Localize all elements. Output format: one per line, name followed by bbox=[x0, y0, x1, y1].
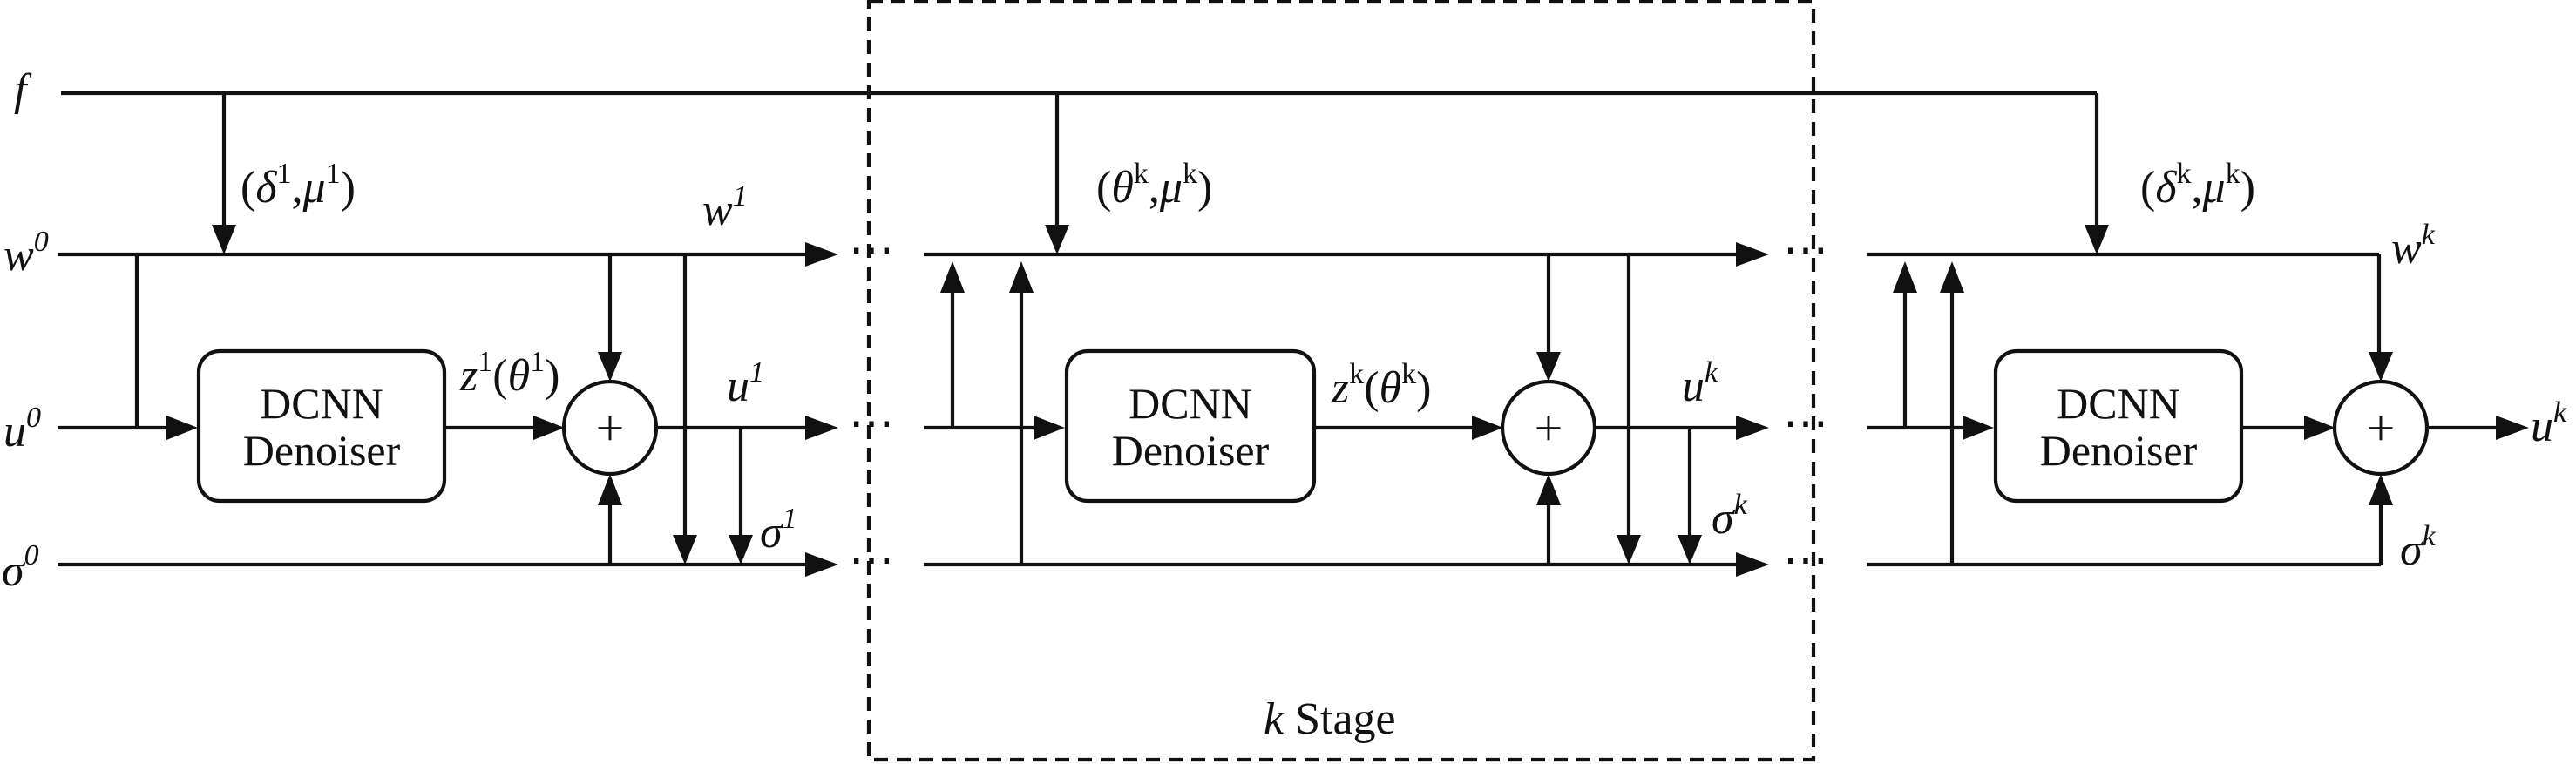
stage1-w-to-sum-arrowhead bbox=[598, 352, 622, 382]
stage1-w-ellipsis: ⋯ bbox=[849, 226, 896, 275]
stagek-u-up-arrowhead bbox=[940, 261, 965, 293]
stagek-sigma-ellipsis: ⋯ bbox=[1783, 536, 1830, 585]
stagelast-sigma-up-arrowhead bbox=[1940, 261, 1964, 293]
stagek-w-to-sigma-arrowhead bbox=[1617, 535, 1641, 565]
stagelast-w-out-label: wk bbox=[2391, 219, 2436, 274]
stage1-u-out-label: u1 bbox=[727, 356, 764, 411]
stagek-sigma-arrowhead bbox=[1736, 552, 1769, 577]
stagek-sigma-up-arrowhead bbox=[1009, 261, 1034, 293]
stagelast-w-to-sum-arrowhead bbox=[2369, 352, 2393, 382]
stagelast-sigma-to-sum-arrowhead bbox=[2369, 474, 2393, 505]
stage1-sigma-out-label: σ1 bbox=[760, 503, 797, 558]
stagek-sum-symbol: + bbox=[1535, 400, 1563, 456]
stage1-w-to-sigma-arrowhead bbox=[673, 535, 697, 565]
stagek-sigma-to-sum-arrowhead bbox=[1536, 474, 1561, 505]
sigma0-label: σ0 bbox=[2, 539, 39, 596]
f-label: f bbox=[14, 65, 32, 115]
stagelast-sum-symbol: + bbox=[2367, 400, 2396, 456]
stage1-w-arrowhead bbox=[805, 242, 838, 267]
stagek-u-to-sigma-arrowhead bbox=[1678, 535, 1702, 565]
stagelast-u-out-label: uk bbox=[2531, 396, 2567, 451]
f-drop-stagek-arrowhead bbox=[1045, 225, 1069, 254]
stagelast-param-label: (δk,μk) bbox=[2140, 158, 2255, 213]
k-stage-caption: k Stage bbox=[1264, 694, 1396, 744]
f-drop-stagelast-arrowhead bbox=[2085, 225, 2109, 254]
stagelast-z-arrowhead bbox=[2304, 416, 2335, 440]
stage1-sum-symbol: + bbox=[596, 400, 625, 456]
stage1-sigma-arrowhead bbox=[805, 552, 838, 577]
stagek-z-arrowhead bbox=[1472, 416, 1503, 440]
stagek-u-out-label: uk bbox=[1682, 356, 1718, 411]
stage1-z-arrowhead bbox=[533, 416, 565, 440]
w0-label: w0 bbox=[3, 226, 49, 281]
stage1-u-ellipsis: ⋯ bbox=[849, 399, 896, 449]
stage1-u-in-arrowhead bbox=[166, 416, 198, 440]
stagek-sigma-out-label: σk bbox=[1712, 489, 1748, 544]
stagek-box-line2: Denoiser bbox=[1112, 426, 1270, 475]
stage1-u-out-arrowhead bbox=[805, 416, 838, 440]
k-stage-dashed-box bbox=[866, 0, 1816, 762]
stage1-sigma-ellipsis: ⋯ bbox=[849, 536, 896, 585]
f-drop-stage1-arrowhead bbox=[212, 225, 236, 254]
stagek-w-ellipsis: ⋯ bbox=[1783, 226, 1830, 275]
stagelast-u-out-arrowhead bbox=[2496, 416, 2529, 440]
stagelast-box-line1: DCNN bbox=[2057, 379, 2180, 428]
u0-label: u0 bbox=[3, 402, 41, 456]
stage1-w-out-label: w1 bbox=[702, 180, 748, 235]
stagek-z-label: zk(θk) bbox=[1331, 358, 1431, 413]
stagelast-u-up-arrowhead bbox=[1893, 261, 1917, 293]
stagek-box-line1: DCNN bbox=[1129, 379, 1252, 428]
stagek-u-out-arrowhead bbox=[1736, 416, 1769, 440]
stagek-u-in-arrowhead bbox=[1034, 416, 1065, 440]
stage1-box-line2: Denoiser bbox=[243, 426, 401, 475]
stagelast-sigma-out-label: σk bbox=[2400, 520, 2437, 575]
stage1-sigma-to-sum-arrowhead bbox=[598, 474, 622, 505]
stage1-z-label: z1(θ1) bbox=[459, 346, 559, 401]
stagelast-box-line2: Denoiser bbox=[2040, 426, 2198, 475]
stagelast-u-in-arrowhead bbox=[1963, 416, 1994, 440]
stagek-w-arrowhead bbox=[1736, 242, 1769, 267]
stage1-box-line1: DCNN bbox=[260, 379, 383, 428]
stagek-param-label: (θk,μk) bbox=[1096, 158, 1212, 213]
stagek-u-ellipsis: ⋯ bbox=[1783, 399, 1830, 449]
stage1-u-to-sigma-arrowhead bbox=[729, 535, 753, 565]
stage1-param-label: (δ1,μ1) bbox=[241, 158, 356, 213]
stagek-w-to-sum-arrowhead bbox=[1536, 352, 1561, 382]
